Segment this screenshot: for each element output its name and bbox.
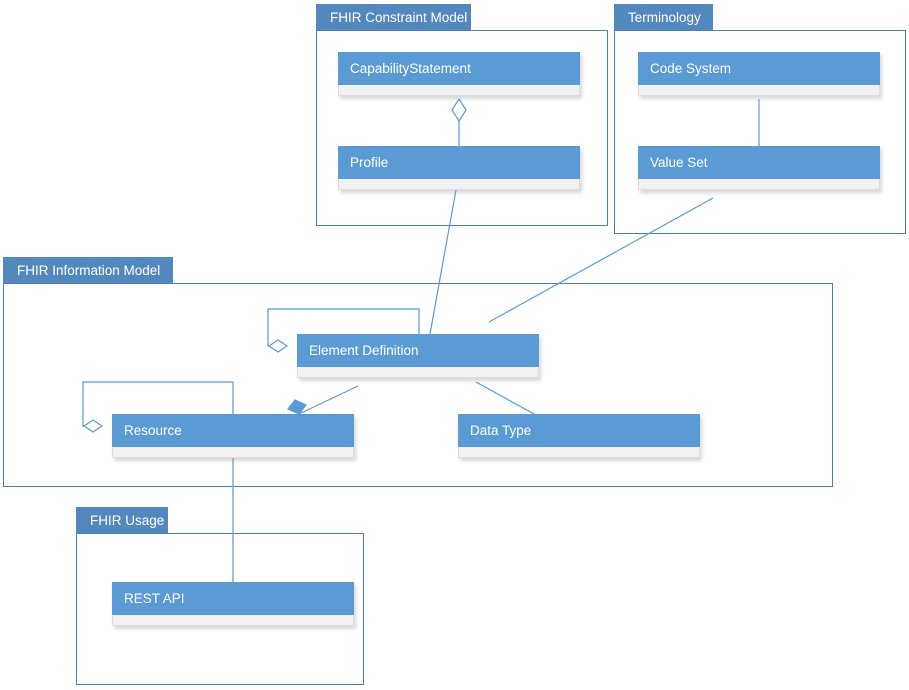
package-tab-label[interactable]: FHIR Constraint Model	[316, 4, 471, 30]
class-compartment-strip	[458, 447, 700, 458]
package-tab-label[interactable]: Terminology	[614, 4, 713, 30]
class-compartment-strip	[638, 85, 880, 96]
class-name-label: Value Set	[638, 146, 880, 179]
class-compartment-strip	[297, 367, 539, 378]
package-tab-label[interactable]: FHIR Usage	[76, 507, 168, 533]
package-tab-label[interactable]: FHIR Information Model	[3, 257, 173, 283]
class-value-set[interactable]: Value Set	[638, 146, 880, 190]
class-name-label: Element Definition	[297, 334, 539, 367]
class-name-label: Resource	[112, 414, 354, 447]
class-name-label: Code System	[638, 52, 880, 85]
class-data-type[interactable]: Data Type	[458, 414, 700, 458]
class-name-label: REST API	[112, 582, 354, 615]
class-profile[interactable]: Profile	[338, 146, 580, 190]
class-element-definition[interactable]: Element Definition	[297, 334, 539, 378]
class-rest-api[interactable]: REST API	[112, 582, 354, 626]
class-capability-statement[interactable]: CapabilityStatement	[338, 52, 580, 96]
class-compartment-strip	[338, 85, 580, 96]
class-name-label: Data Type	[458, 414, 700, 447]
class-compartment-strip	[338, 179, 580, 190]
class-compartment-strip	[112, 615, 354, 626]
class-compartment-strip	[638, 179, 880, 190]
class-name-label: Profile	[338, 146, 580, 179]
class-compartment-strip	[112, 447, 354, 458]
class-code-system[interactable]: Code System	[638, 52, 880, 96]
class-resource[interactable]: Resource	[112, 414, 354, 458]
class-name-label: CapabilityStatement	[338, 52, 580, 85]
